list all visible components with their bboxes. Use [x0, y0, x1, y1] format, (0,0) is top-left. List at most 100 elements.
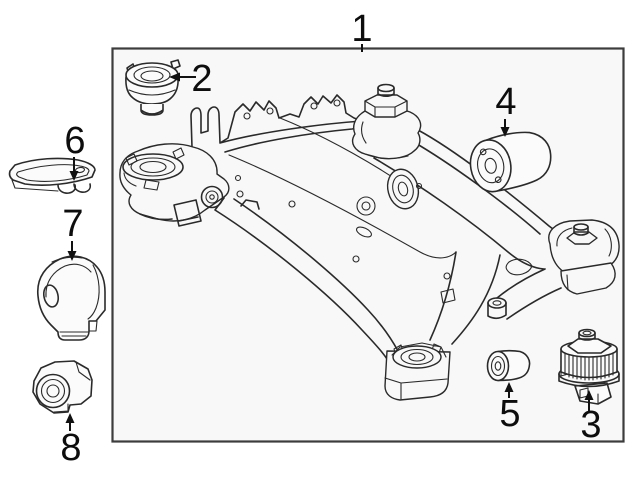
lower-link-bushing: [487, 297, 507, 320]
callout-6[interactable]: 6: [64, 120, 86, 181]
slot: [356, 226, 372, 238]
hole: [333, 99, 341, 107]
ring: [205, 190, 219, 204]
tower-hex-facets: [364, 100, 408, 118]
part-3-mount-drawing[interactable]: [558, 328, 620, 405]
bushing-body-line: [128, 89, 176, 96]
sleeve-face: [486, 350, 510, 382]
seat-ring: [139, 160, 167, 174]
lower-leg-edges: [429, 251, 562, 345]
stud-top: [578, 328, 596, 338]
bracket-facets: [53, 361, 91, 413]
seat-ring: [400, 348, 434, 366]
ring-side: [487, 302, 507, 320]
stud-side: [578, 332, 596, 341]
callout-7[interactable]: 7: [62, 203, 84, 261]
seat-ring: [122, 153, 184, 181]
callout-2-number[interactable]: 2: [191, 58, 212, 100]
callout-1-number[interactable]: 1: [351, 8, 372, 50]
face-hole: [479, 148, 487, 156]
left-ring-bushing: [200, 185, 224, 209]
part-1-crossmember-drawing[interactable]: [119, 83, 620, 401]
callout-5-number[interactable]: 5: [499, 393, 520, 435]
callout-7-number[interactable]: 7: [62, 203, 83, 245]
callout-4-number[interactable]: 4: [495, 81, 516, 123]
sleeve-ring: [494, 361, 502, 371]
stud-ring: [582, 330, 592, 336]
callout-8-arrowhead: [65, 413, 75, 423]
ring: [492, 300, 502, 306]
callout-3-number[interactable]: 3: [580, 404, 601, 446]
tower-hex-nut: [364, 94, 408, 118]
rear-right-tower-body: [351, 110, 422, 160]
hole: [234, 174, 242, 182]
part-8-bracket-drawing[interactable]: [32, 360, 93, 414]
part-4-bushing-drawing[interactable]: [466, 127, 555, 195]
bracket-inner-line: [16, 164, 90, 182]
callout-2[interactable]: 2: [169, 58, 213, 100]
front-left-mount-foot: [139, 199, 202, 227]
boss-hole: [415, 182, 423, 190]
right-mount-stud: [573, 223, 589, 236]
bushing-foot: [140, 104, 164, 116]
bracket-underside: [11, 179, 59, 192]
callout-7-arrowhead: [67, 251, 77, 261]
fork-and-rail: [190, 94, 367, 153]
panel-holes: [234, 174, 376, 263]
bracket-outline: [32, 360, 93, 414]
bushing-ring: [361, 201, 371, 211]
leg-bracket: [440, 258, 533, 304]
tower-stud: [377, 83, 395, 98]
right-mount-lip: [560, 262, 616, 295]
mount-inner-arcs: [45, 256, 100, 320]
boss-ring: [386, 168, 420, 210]
bracket-feet: [57, 183, 92, 194]
callout-2-arrowhead: [169, 72, 180, 82]
part-2-bushing-drawing[interactable]: [125, 59, 181, 116]
bracket-ring: [40, 378, 66, 404]
callout-8[interactable]: 8: [60, 413, 82, 469]
tower-inner-arc: [360, 121, 409, 160]
hole: [236, 190, 244, 198]
bracket-boss: [35, 373, 71, 409]
boss-ring: [397, 181, 409, 197]
callout-8-number[interactable]: 8: [60, 427, 81, 469]
face-ring: [476, 148, 505, 184]
bottom-mount-facets: [384, 377, 448, 400]
hole: [352, 255, 360, 263]
bushing-ring: [140, 70, 164, 82]
sleeve-ring: [490, 355, 506, 377]
mount-bracket: [574, 382, 612, 405]
right-mount-lip-line: [566, 274, 569, 291]
bracket-ear-holes: [243, 99, 341, 120]
hole: [288, 200, 296, 208]
face-hole: [494, 176, 502, 184]
callout-4[interactable]: 4: [495, 81, 517, 137]
seat-ring: [130, 157, 176, 177]
callout-1[interactable]: 1: [351, 8, 373, 52]
callout-6-number[interactable]: 6: [64, 120, 85, 162]
hole: [443, 272, 451, 280]
face-ring: [484, 157, 497, 174]
callout-5[interactable]: 5: [499, 382, 521, 435]
front-left-mount-seat: [122, 147, 185, 191]
seat-tabs: [125, 147, 185, 191]
hole: [310, 102, 318, 110]
callout-4-arrowhead: [500, 127, 510, 137]
bracket-ring: [46, 384, 60, 398]
drum-ribs: [564, 351, 614, 381]
hole: [266, 107, 274, 115]
seat-lip: [123, 172, 137, 187]
mount-base-lines: [59, 320, 98, 337]
bushing-ring: [356, 196, 376, 216]
right-mount-collar: [566, 231, 598, 245]
part-6-bracket-drawing[interactable]: [8, 157, 96, 194]
part-5-sleeve-drawing[interactable]: [486, 349, 531, 382]
callout-5-arrowhead: [504, 382, 514, 392]
part-7-mount-drawing[interactable]: [37, 255, 106, 341]
stud-side: [573, 226, 589, 236]
callout-3[interactable]: 3: [580, 390, 602, 446]
seat-ring: [408, 352, 426, 362]
